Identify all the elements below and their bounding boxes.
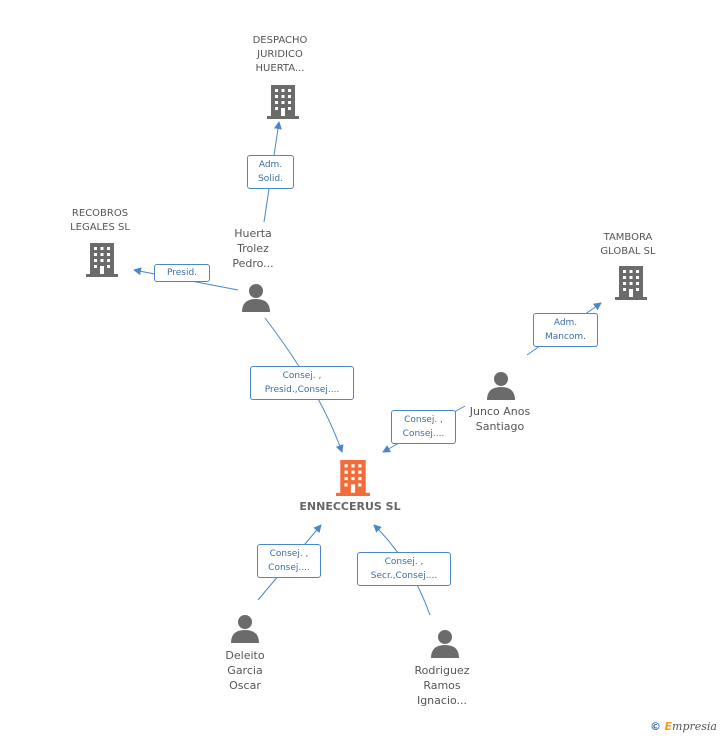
brand-footer[interactable]: © Empresia [650,720,717,733]
person-icon [242,284,270,312]
building-icon [615,266,647,300]
edge-label-huerta-despacho[interactable]: Adm. Solid. [247,155,294,189]
copyright-icon: © [650,720,661,733]
person-label-huerta[interactable]: Huerta Trolez Pedro... [232,227,274,270]
company-label-tambora[interactable]: TAMBORA GLOBAL SL [600,232,656,257]
center-company-label[interactable]: ENNECCERUS SL [299,500,401,513]
person-label-deleito[interactable]: Deleito Garcia Oscar [225,649,265,692]
edge-label-huerta-recobros[interactable]: Presid. [154,264,210,282]
person-label-junco[interactable]: Junco Anos Santiago [469,405,531,433]
building-icon [86,243,118,277]
brand-name: mpresia [672,720,717,733]
edge-label-rodriguez-center[interactable]: Consej. , Secr.,Consej.... [357,552,451,586]
person-icon [431,630,459,658]
edge-label-huerta-center[interactable]: Consej. , Presid.,Consej.... [250,366,354,400]
brand-initial: E [664,720,673,733]
person-label-rodriguez[interactable]: Rodriguez Ramos Ignacio... [414,664,470,707]
edge-label-junco-tambora[interactable]: Adm. Mancom. [533,313,598,347]
edge-label-junco-center[interactable]: Consej. , Consej.... [391,410,456,444]
center-building-icon [336,460,370,496]
person-icon [231,615,259,643]
person-icon [487,372,515,400]
edge-label-deleito-center[interactable]: Consej. , Consej.... [257,544,321,578]
company-label-despacho[interactable]: DESPACHO JURIDICO HUERTA... [252,35,308,74]
building-icon [267,85,299,119]
company-label-recobros[interactable]: RECOBROS LEGALES SL [70,208,130,233]
